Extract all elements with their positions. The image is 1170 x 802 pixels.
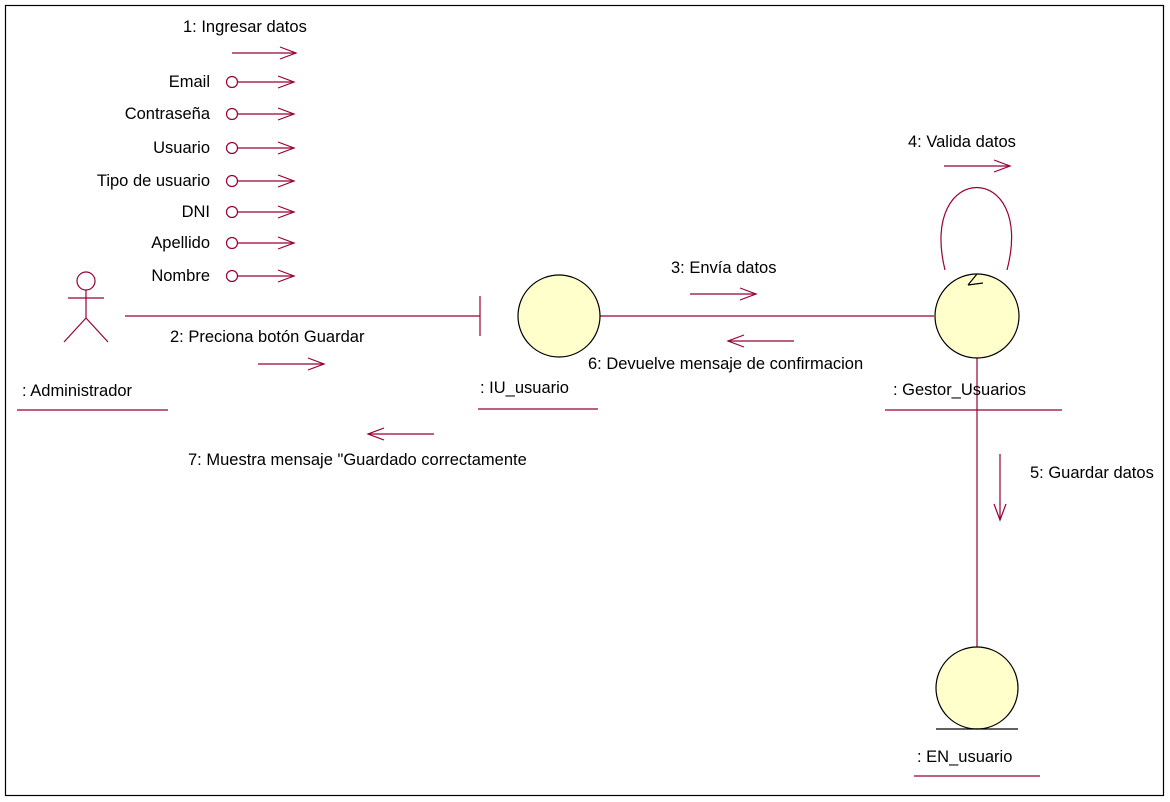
data-flow-email: Email <box>169 73 296 91</box>
message-3-label: 3: Envía datos <box>671 259 777 277</box>
boundary-label: : IU_usuario <box>480 379 569 397</box>
control-circle <box>934 273 1020 359</box>
data-flow-contrasena: Contraseña <box>125 105 296 123</box>
data-flow-label: Usuario <box>153 139 210 157</box>
boundary-iu-usuario[interactable]: : IU_usuario <box>478 274 601 410</box>
data-flow-token-icon <box>225 205 239 219</box>
message-7-label: 7: Muestra mensaje "Guardado correctamen… <box>188 451 527 469</box>
self-link-loop <box>940 187 1013 271</box>
entity-label: : EN_usuario <box>917 748 1012 766</box>
message-6-label: 6: Devuelve mensaje de confirmacion <box>588 355 863 373</box>
data-flow-dni: DNI <box>182 203 296 221</box>
data-flow-tipo-de-usuario: Tipo de usuario <box>97 172 296 190</box>
message-3-arrow <box>690 287 758 301</box>
message-4-label: 4: Valida datos <box>908 133 1016 151</box>
data-flow-label: Tipo de usuario <box>97 172 210 190</box>
data-flow-label: Apellido <box>151 234 210 252</box>
data-flow-token-icon <box>225 75 239 89</box>
message-2-arrow <box>258 357 326 371</box>
message-1-label: 1: Ingresar datos <box>183 18 307 36</box>
data-flow-label: DNI <box>182 203 210 221</box>
message-7-arrow <box>366 427 434 441</box>
control-arrowhead <box>967 273 984 286</box>
actor-label: : Administrador <box>22 382 133 400</box>
data-flow-usuario: Usuario <box>153 139 296 157</box>
data-flow-token-icon <box>225 141 239 155</box>
message-6-arrow <box>726 334 794 348</box>
entity-circle <box>935 646 1019 730</box>
data-flow-list: Email Contraseña Usuario Tipo de usuario… <box>97 73 296 285</box>
data-flow-token-icon <box>225 174 239 188</box>
control-gestor-usuarios[interactable]: : Gestor_Usuarios <box>885 187 1062 411</box>
actor-administrador[interactable]: : Administrador <box>17 271 168 411</box>
message-5-arrow <box>993 454 1007 522</box>
control-label: : Gestor_Usuarios <box>893 381 1026 399</box>
data-flow-label: Email <box>169 73 210 91</box>
data-flow-token-icon <box>225 107 239 121</box>
message-4-arrow <box>944 159 1012 173</box>
data-flow-token-icon <box>225 269 239 283</box>
message-1-arrow <box>232 46 298 60</box>
data-flow-token-icon <box>225 236 239 250</box>
data-flow-apellido: Apellido <box>151 234 296 252</box>
message-5-label: 5: Guardar datos <box>1030 464 1154 482</box>
boundary-circle <box>517 274 601 358</box>
data-flow-label: Contraseña <box>125 105 211 123</box>
entity-en-usuario[interactable]: : EN_usuario <box>914 646 1040 777</box>
message-2-label: 2: Preciona botón Guardar <box>170 328 365 346</box>
data-flow-nombre: Nombre <box>151 267 296 285</box>
actor-right-leg <box>85 317 109 343</box>
data-flow-label: Nombre <box>151 267 210 285</box>
actor-left-leg <box>63 317 87 343</box>
